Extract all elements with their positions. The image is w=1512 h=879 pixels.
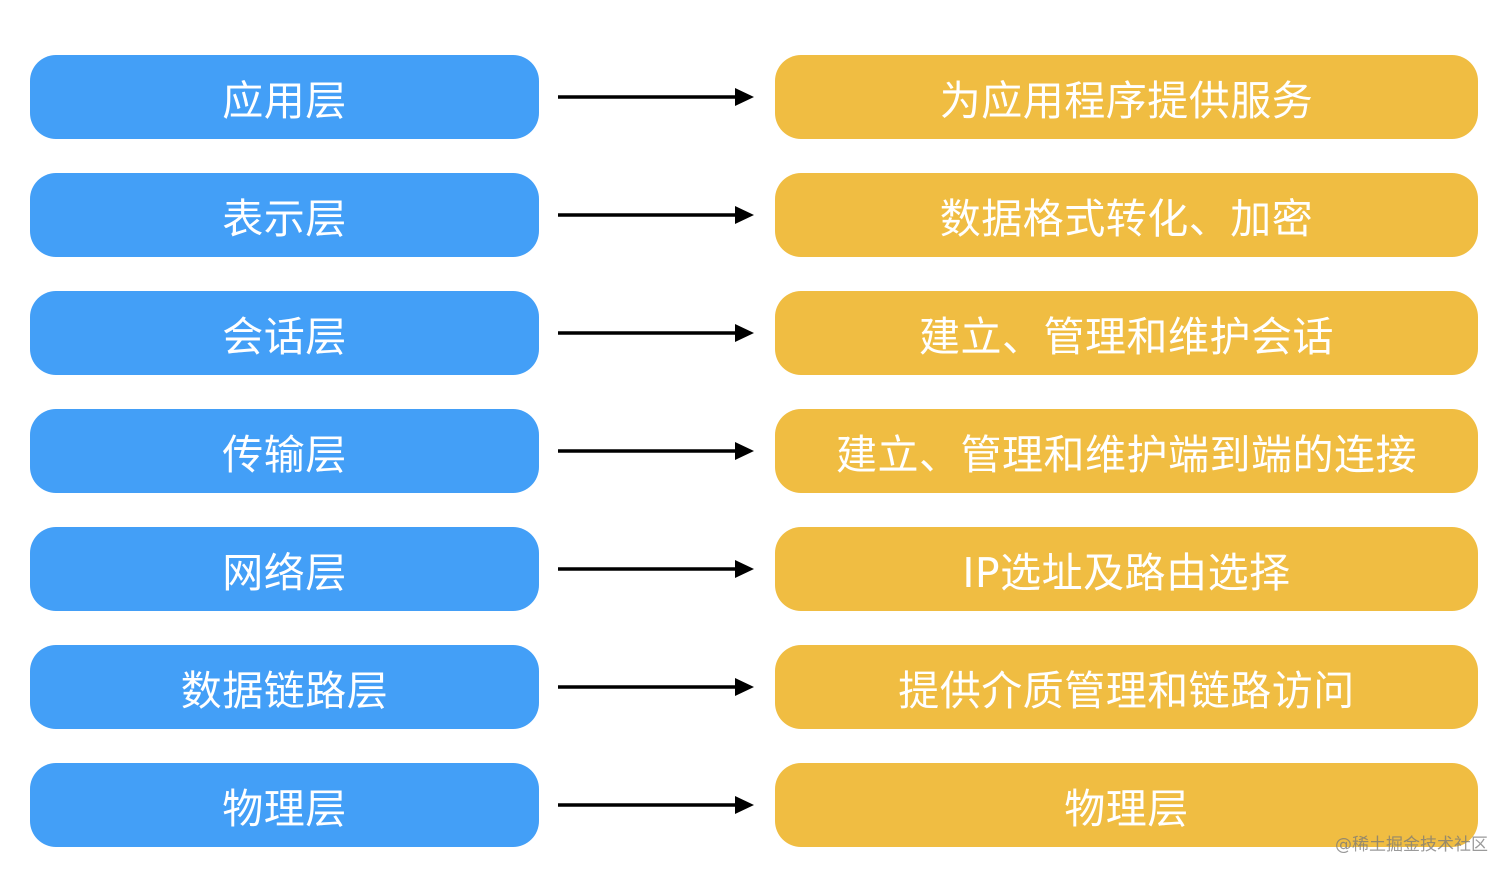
- arrow-right-icon: [558, 88, 754, 106]
- arrow-right-icon: [558, 678, 754, 696]
- function-box-application: 为应用程序提供服务: [775, 55, 1478, 139]
- watermark: @稀土掘金技术社区: [1335, 835, 1488, 855]
- function-box-physical: 物理层: [775, 763, 1478, 847]
- arrow-right-icon: [558, 206, 754, 224]
- layer-row-presentation: 表示层 数据格式转化、加密: [0, 173, 1512, 257]
- function-box-presentation: 数据格式转化、加密: [775, 173, 1478, 257]
- layer-box-network: 网络层: [30, 527, 539, 611]
- arrow-right-icon: [558, 324, 754, 342]
- arrow-right-icon: [558, 560, 754, 578]
- layer-row-application: 应用层 为应用程序提供服务: [0, 55, 1512, 139]
- function-box-network: IP选址及路由选择: [775, 527, 1478, 611]
- layer-box-data-link: 数据链路层: [30, 645, 539, 729]
- arrow-right-icon: [558, 796, 754, 814]
- layer-box-application: 应用层: [30, 55, 539, 139]
- layer-row-data-link: 数据链路层 提供介质管理和链路访问: [0, 645, 1512, 729]
- layer-box-transport: 传输层: [30, 409, 539, 493]
- layer-row-transport: 传输层 建立、管理和维护端到端的连接: [0, 409, 1512, 493]
- layer-row-network: 网络层 IP选址及路由选择: [0, 527, 1512, 611]
- layer-row-session: 会话层 建立、管理和维护会话: [0, 291, 1512, 375]
- function-box-data-link: 提供介质管理和链路访问: [775, 645, 1478, 729]
- arrow-right-icon: [558, 442, 754, 460]
- layer-box-session: 会话层: [30, 291, 539, 375]
- layer-row-physical: 物理层 物理层: [0, 763, 1512, 847]
- layer-box-presentation: 表示层: [30, 173, 539, 257]
- function-box-session: 建立、管理和维护会话: [775, 291, 1478, 375]
- layer-box-physical: 物理层: [30, 763, 539, 847]
- function-box-transport: 建立、管理和维护端到端的连接: [775, 409, 1478, 493]
